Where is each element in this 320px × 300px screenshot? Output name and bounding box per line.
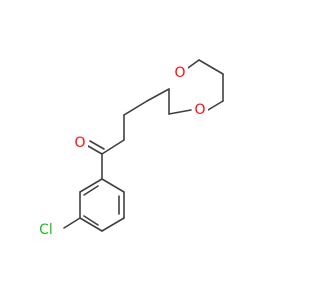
oxygen-ring-bottom-bg — [192, 102, 208, 118]
bond-ring-to-ch2 — [123, 100, 148, 116]
bond-benzene-inner-2 — [83, 215, 99, 226]
bond-ring-c6-c5 — [198, 59, 224, 75]
oxygen-ring-top-bg — [172, 65, 188, 81]
chemical-structure-diagram: O O O Cl — [34, 59, 224, 238]
chlorine-label: Cl — [39, 222, 53, 238]
oxygen-ring-bottom-label: O — [194, 102, 205, 118]
oxygen-ring-top-label: O — [174, 65, 185, 81]
bond-benzene-inner-3 — [83, 185, 99, 196]
oxygen-carbonyl-label: O — [74, 135, 85, 151]
bond-benzene-4 — [79, 217, 103, 232]
bond-ring-c2-o1 — [146, 88, 170, 102]
bond-ring-o3-c2 — [168, 109, 192, 115]
bond-ch2-carbonyl — [101, 139, 125, 155]
bond-benzene-to-cl — [63, 217, 81, 229]
bond-ring-c4-o3 — [207, 100, 224, 111]
bond-carbonyl-double-a — [87, 145, 103, 155]
bond-benzene-6 — [79, 178, 103, 193]
oxygen-carbonyl-bg — [72, 135, 88, 151]
chlorine-bg — [34, 222, 58, 238]
bond-benzene-3 — [101, 217, 125, 232]
bond-carbonyl-double-b — [89, 140, 105, 150]
bond-benzene-1 — [101, 178, 125, 193]
